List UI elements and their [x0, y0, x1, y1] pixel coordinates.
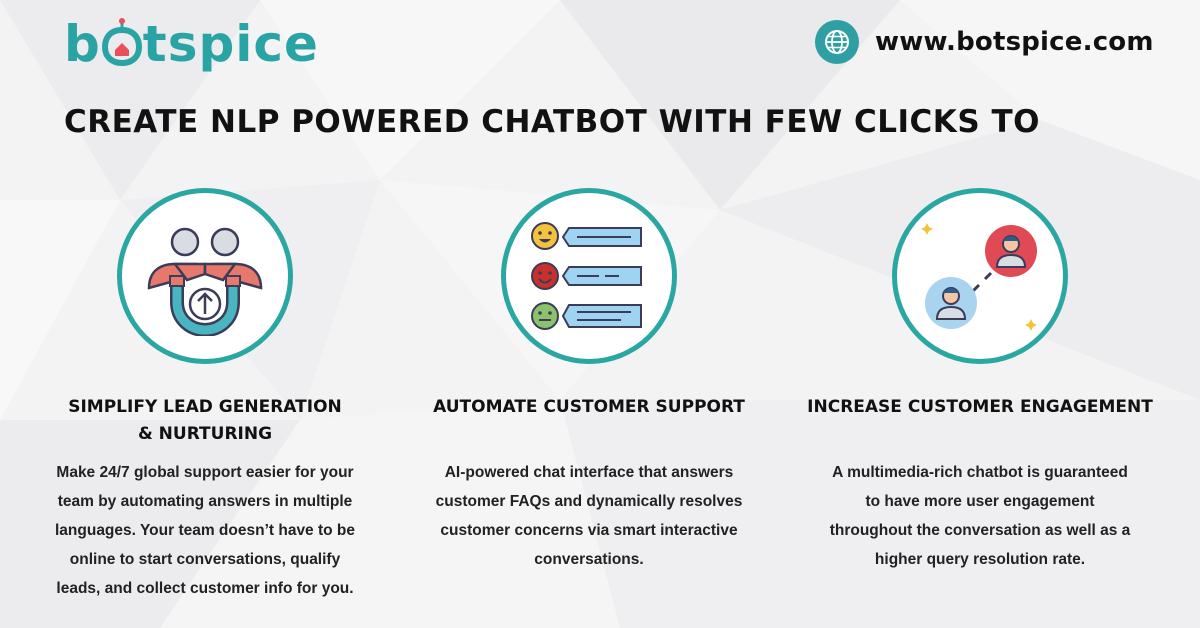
lead-magnet-icon [147, 227, 263, 336]
feature-icon-circle [117, 188, 293, 364]
website-url[interactable]: www.botspice.com [875, 27, 1154, 57]
sparkle-icon [921, 223, 933, 235]
logo-wordmark: tspice [142, 15, 319, 73]
feature-title: AUTOMATE CUSTOMER SUPPORT [433, 397, 745, 417]
brand-logo[interactable]: b tspice [64, 14, 319, 74]
feature-title: SIMPLIFY LEAD GENERATION & NURTURING [68, 397, 342, 444]
logo-letter-b: b [64, 15, 101, 73]
feature-description: AI-powered chat interface that answers c… [435, 464, 743, 568]
feature-title: INCREASE CUSTOMER ENGAGEMENT [807, 397, 1153, 417]
user-connection-icon [921, 223, 1037, 331]
feature-card-customer-engagement: INCREASE CUSTOMER ENGAGEMENT A multimedi… [790, 188, 1170, 574]
feature-icon-circle [501, 188, 677, 364]
robot-head-icon [101, 16, 142, 72]
feature-description: A multimedia-rich chatbot is guaranteed … [829, 464, 1131, 568]
chat-feedback-icon [531, 222, 642, 330]
feature-card-lead-generation: SIMPLIFY LEAD GENERATION & NURTURING Mak… [15, 188, 395, 603]
globe-icon [815, 20, 859, 64]
feature-description: Make 24/7 global support easier for your… [54, 464, 356, 597]
website-link[interactable]: www.botspice.com [815, 20, 1154, 64]
sparkle-icon [1025, 319, 1037, 331]
feature-card-customer-support: AUTOMATE CUSTOMER SUPPORT AI-powered cha… [399, 188, 779, 574]
page-headline: CREATE NLP POWERED CHATBOT WITH FEW CLIC… [64, 104, 1040, 140]
feature-icon-circle [892, 188, 1068, 364]
